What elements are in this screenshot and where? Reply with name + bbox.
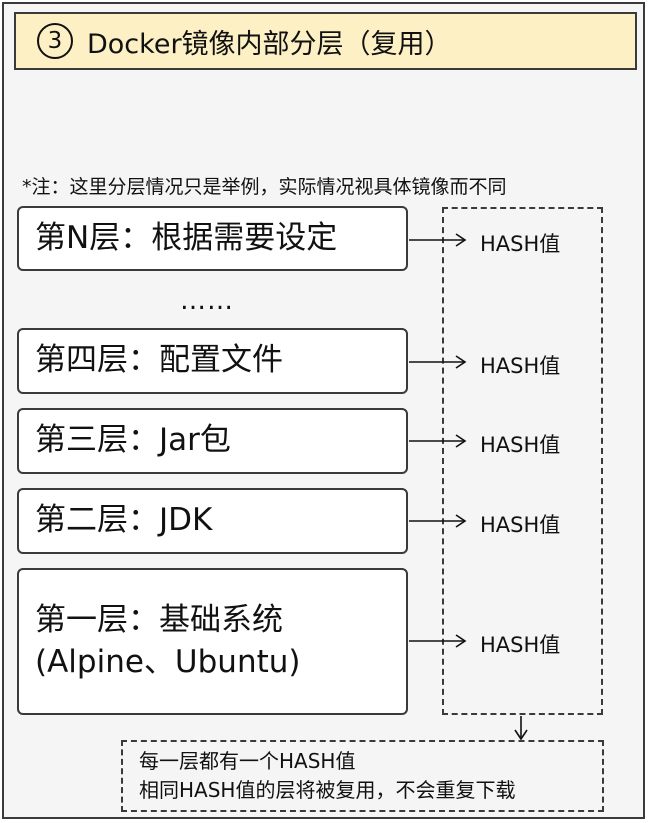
layer-3-label: 第三层：Jar包 [35, 422, 231, 459]
hash-reuse-note-line2: 相同HASH值的层将被复用，不会重复下载 [139, 778, 516, 802]
step-number-badge: 3 [37, 23, 73, 59]
hash-reuse-note-line1: 每一层都有一个HASH值 [139, 749, 356, 773]
layer-2-box: 第二层：JDK [17, 488, 408, 554]
hash-label-layer-1: HASH值 [480, 633, 561, 657]
ellipsis: …… [180, 286, 234, 316]
diagram-title: Docker镜像内部分层（复用） [87, 28, 452, 60]
layer-3-box: 第三层：Jar包 [17, 408, 408, 474]
hash-label-layer-2: HASH值 [480, 513, 561, 537]
hash-reuse-note: 每一层都有一个HASH值 相同HASH值的层将被复用，不会重复下载 [121, 740, 604, 812]
hash-label-layer-n: HASH值 [480, 232, 561, 256]
layer-4-label: 第四层：配置文件 [35, 342, 283, 379]
title-banner: 3 Docker镜像内部分层（复用） [14, 12, 637, 70]
layer-2-label: 第二层：JDK [35, 502, 213, 539]
layer-1-label-line2: (Alpine、Ubuntu) [35, 643, 301, 680]
layer-1-box: 第一层：基础系统 (Alpine、Ubuntu) [17, 568, 408, 715]
footnote: *注：这里分层情况只是举例，实际情况视具体镜像而不同 [22, 176, 507, 198]
layer-n-label: 第N层：根据需要设定 [35, 219, 338, 256]
layer-1-label-line1: 第一层：基础系统 [35, 601, 283, 638]
hash-label-layer-3: HASH值 [480, 433, 561, 457]
layer-4-box: 第四层：配置文件 [17, 328, 408, 394]
hash-label-layer-4: HASH值 [480, 354, 561, 378]
layer-n-box: 第N层：根据需要设定 [17, 206, 408, 271]
hash-group-dashed-box [442, 207, 603, 715]
